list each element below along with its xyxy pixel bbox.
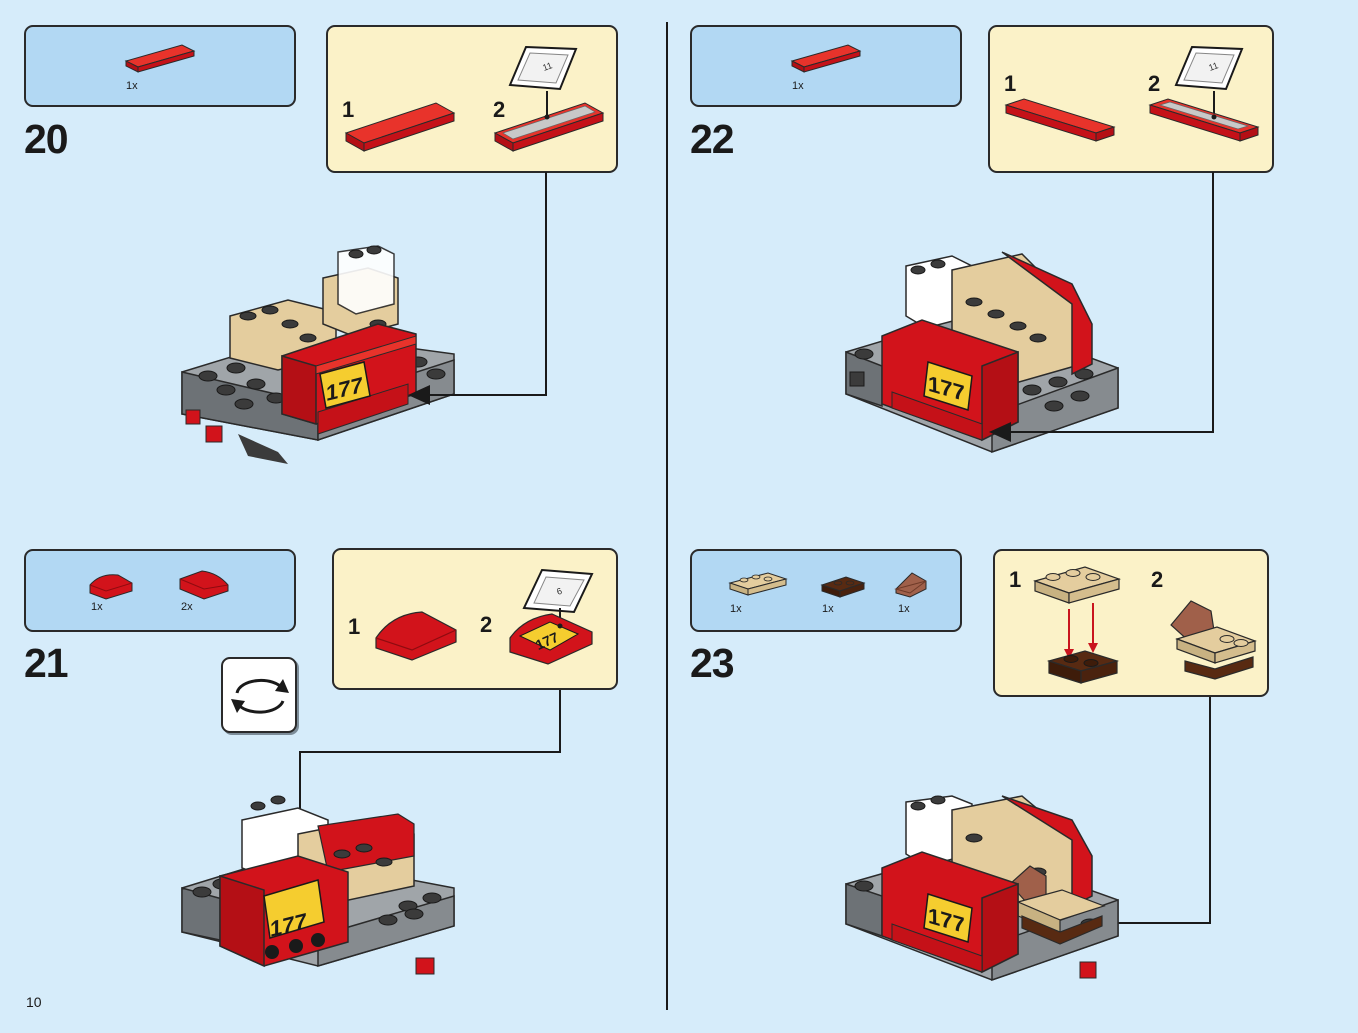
brown-plate-1x2-icon [820, 576, 866, 598]
sticker-sheet-icon: 11 [1174, 45, 1244, 91]
substep-label: 1 [342, 97, 355, 122]
step-20-parts-box: 1x [24, 25, 296, 107]
substep-label: 2 [1151, 567, 1164, 592]
part-qty: 1x [822, 603, 834, 615]
step-23-substep-box: 1 2 [993, 549, 1269, 697]
step-number: 22 [690, 116, 735, 162]
red-slope-with-sticker-icon: 177 [509, 608, 593, 665]
step-number: 23 [690, 640, 735, 686]
brown-slope-icon [894, 572, 927, 598]
red-curved-slope-icon [375, 611, 457, 661]
part-qty: 1x [91, 601, 103, 613]
red-tile-icon [1004, 98, 1116, 142]
part-qty: 1x [792, 80, 804, 92]
step-22-model: 177 [845, 251, 1119, 454]
red-tile-icon [344, 102, 456, 152]
step-21-model: 177 [181, 795, 455, 975]
step-20-callout-line [408, 172, 547, 405]
substep-label: 1 [1009, 567, 1022, 592]
tan-plate-assembly-icon [1033, 566, 1121, 684]
svg-text:11: 11 [541, 60, 553, 73]
step-20-model: 177 [181, 245, 455, 464]
step-22-parts-box: 1x [690, 25, 962, 107]
tan-plate-1x3-icon [728, 572, 788, 596]
svg-text:6: 6 [555, 586, 563, 597]
svg-text:11: 11 [1207, 60, 1219, 73]
red-curved-slope-icon [89, 574, 133, 600]
red-tile-with-sticker-icon [1148, 91, 1260, 142]
page-number: 10 [26, 994, 42, 1010]
step-22-substep-box: 1 2 11 [988, 25, 1274, 173]
substep-label: 2 [493, 97, 506, 122]
rotate-model-icon [221, 657, 297, 733]
red-curved-slope-icon [179, 570, 229, 600]
substep-label: 1 [1004, 71, 1017, 96]
brown-slope-assembly-icon [1170, 600, 1257, 680]
step-21-parts-box: 1x 2x [24, 549, 296, 632]
red-tile-with-sticker-icon [493, 91, 605, 152]
red-tile-1x4-icon [124, 44, 196, 73]
part-qty: 1x [898, 603, 910, 615]
step-21-substep-box: 1 2 6 177 [332, 548, 618, 690]
substep-label: 2 [1148, 71, 1161, 96]
step-number: 20 [24, 116, 69, 162]
part-qty: 1x [126, 80, 138, 92]
substep-label: 1 [348, 614, 361, 639]
page-divider [666, 22, 668, 1010]
step-23-parts-box: 1x 1x 1x [690, 549, 962, 632]
substep-label: 2 [480, 612, 493, 637]
step-20-substep-box: 1 2 11 [326, 25, 618, 173]
part-qty: 1x [730, 603, 742, 615]
red-tile-1x4-icon [790, 44, 862, 73]
part-qty: 2x [181, 601, 193, 613]
step-22-callout-line [989, 172, 1214, 442]
step-number: 21 [24, 640, 69, 686]
sticker-sheet-icon: 11 [508, 45, 578, 91]
sticker-sheet-icon: 6 [522, 568, 594, 614]
step-23-model: 177 [845, 795, 1119, 982]
